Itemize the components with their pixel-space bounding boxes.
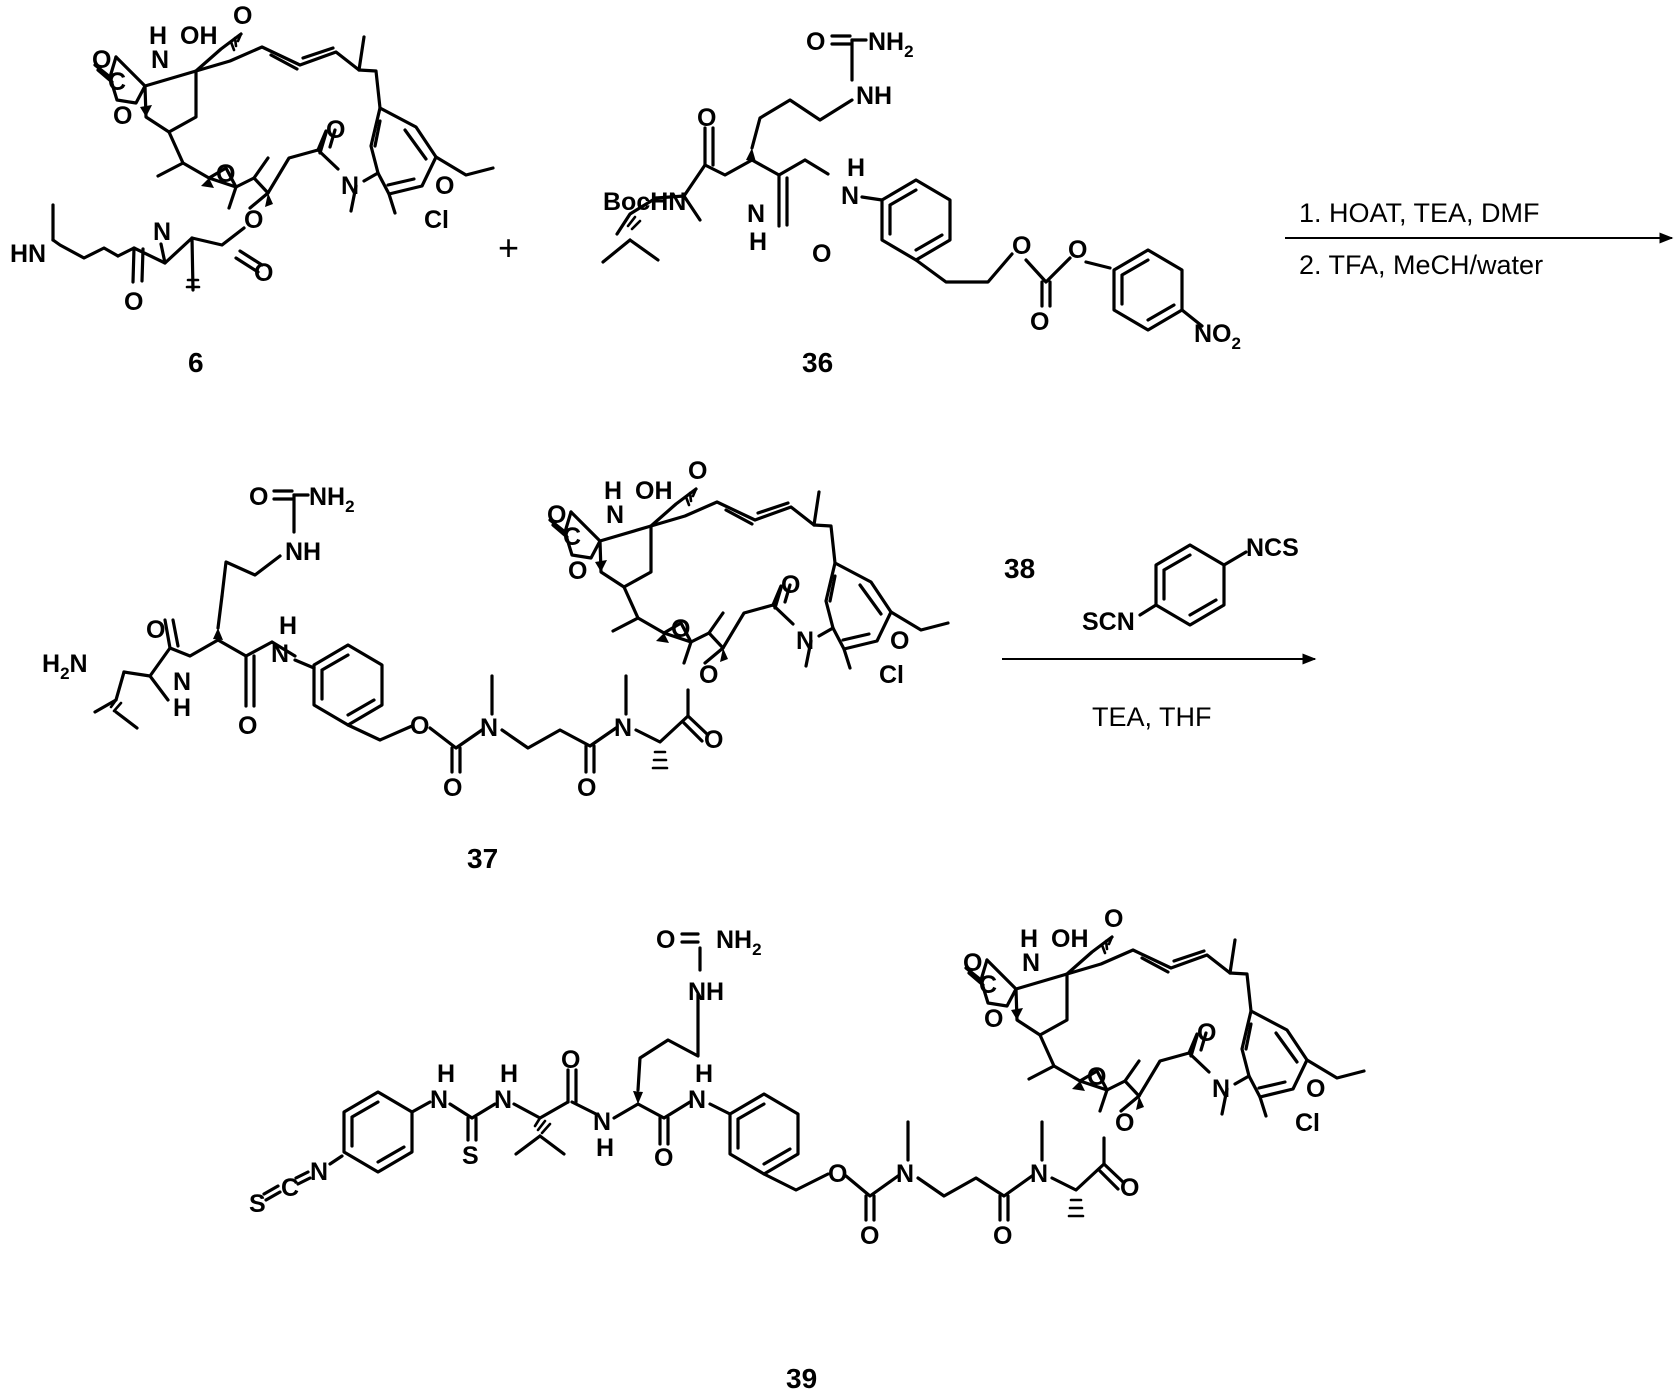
- atom-O: O: [993, 1222, 1012, 1250]
- atom-NCS: NCS: [1246, 534, 1299, 562]
- atom-O: O: [1120, 1174, 1139, 1202]
- atom-O: O: [561, 1046, 580, 1074]
- atom-O: O: [238, 712, 257, 740]
- atom-O: O: [124, 288, 143, 316]
- atom-NH: NH: [285, 538, 321, 566]
- reaction-arrow-1: 1. HOAT, TEA, DMF 2. TFA, MeCH/water: [1285, 198, 1672, 280]
- atom-O: O: [443, 774, 462, 802]
- compound-39: S C N H N S H N O N H NH O NH2 O H N: [249, 905, 1364, 1394]
- atom-O: O: [254, 259, 273, 287]
- reaction-arrow-2: 38 NCS SCN TEA, THF: [1002, 534, 1315, 732]
- atom-N: N: [614, 714, 632, 742]
- atom-N: N: [271, 640, 289, 668]
- compound-label-6: 6: [188, 347, 204, 378]
- reagent-label-38: 38: [1004, 553, 1035, 584]
- compound-label-36: 36: [802, 347, 833, 378]
- atom-O: O: [1068, 236, 1087, 264]
- atom-NH2: NH2: [309, 483, 355, 516]
- atom-H: H: [173, 694, 191, 722]
- atom-HN: HN: [10, 240, 46, 268]
- reaction2-conditions: TEA, THF: [1092, 702, 1212, 732]
- atom-O: O: [828, 1160, 847, 1188]
- atom-N: N: [153, 218, 171, 246]
- atom-NO2: NO2: [1194, 320, 1241, 353]
- atom-H: H: [437, 1060, 455, 1088]
- atom-S: S: [462, 1142, 479, 1170]
- compound-label-39: 39: [786, 1363, 817, 1394]
- atom-SCN: SCN: [1082, 608, 1135, 636]
- compound-36: O NH2 NH BocHN O N H O H N O O O: [603, 28, 1241, 378]
- atom-O: O: [1030, 308, 1049, 336]
- atom-N: N: [310, 1158, 328, 1186]
- atom-N: N: [480, 714, 498, 742]
- atom-N: N: [173, 668, 191, 696]
- atom-O: O: [860, 1222, 879, 1250]
- atom-N: N: [896, 1160, 914, 1188]
- atom-O: O: [812, 240, 831, 268]
- atom-O: O: [697, 104, 716, 132]
- compound-label-37: 37: [467, 843, 498, 874]
- atom-N: N: [688, 1086, 706, 1114]
- atom-O: O: [249, 483, 268, 511]
- atom-N: N: [593, 1108, 611, 1136]
- atom-NH2: NH2: [868, 28, 914, 61]
- atom-N: N: [747, 200, 765, 228]
- atom-H: H: [596, 1134, 614, 1162]
- atom-H: H: [279, 612, 297, 640]
- atom-O: O: [410, 712, 429, 740]
- atom-H: H: [695, 1060, 713, 1088]
- atom-O: O: [806, 28, 825, 56]
- atom-H: H: [749, 228, 767, 256]
- compound-6: HN N O O 6: [10, 2, 493, 378]
- atom-O: O: [704, 726, 723, 754]
- atom-O: O: [656, 926, 675, 954]
- atom-BocHN: BocHN: [603, 188, 686, 216]
- atom-NH: NH: [856, 82, 892, 110]
- atom-NH2: NH2: [716, 926, 762, 959]
- atom-O: O: [146, 616, 165, 644]
- atom-N: N: [1030, 1160, 1048, 1188]
- atom-NH: NH: [688, 978, 724, 1006]
- compound-37: O NH2 NH H2N O N H O H N O O N: [42, 457, 948, 874]
- plus-sign: +: [498, 227, 519, 268]
- atom-O: O: [577, 774, 596, 802]
- atom-H: H: [847, 154, 865, 182]
- atom-N: N: [494, 1086, 512, 1114]
- atom-N: N: [430, 1086, 448, 1114]
- atom-H: H: [500, 1060, 518, 1088]
- reaction1-step1: 1. HOAT, TEA, DMF: [1299, 198, 1540, 228]
- atom-O: O: [1012, 232, 1031, 260]
- atom-O: O: [654, 1144, 673, 1172]
- atom-H2N: H2N: [42, 650, 88, 683]
- atom-N: N: [841, 182, 859, 210]
- reaction1-step2: 2. TFA, MeCH/water: [1299, 250, 1543, 280]
